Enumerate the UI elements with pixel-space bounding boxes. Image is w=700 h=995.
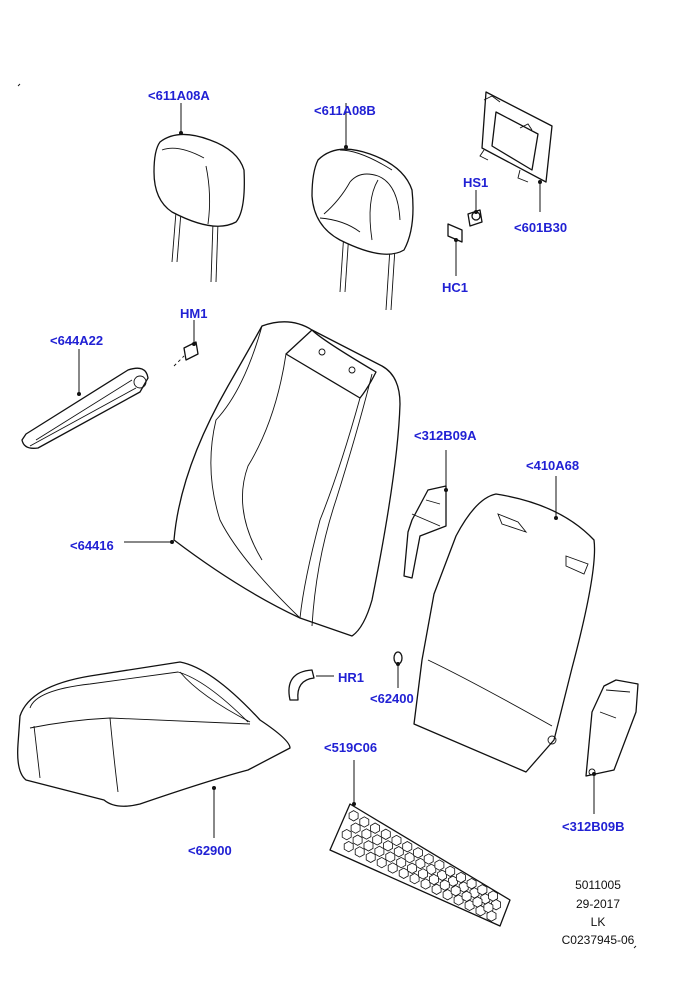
mesh-cell [393,846,404,858]
seat-back-64416[interactable] [173,321,401,637]
mesh-cell [350,822,361,834]
callout-hm1[interactable]: HM1 [180,306,208,321]
mesh-cell [456,871,466,884]
mesh-cell [374,845,385,858]
callout-62900[interactable]: <62900 [188,843,232,858]
mesh-cell [398,867,409,879]
back-panel-410a68[interactable] [413,493,596,773]
mesh-cell [439,879,450,891]
mesh-cell [352,834,363,846]
mesh-cell [423,853,434,865]
callout-hr1[interactable]: HR1 [338,670,365,685]
mesh-cell [376,856,387,869]
callout-hc1[interactable]: HC1 [442,280,469,295]
callout-62400[interactable]: <62400 [370,691,414,706]
callout-611a08a[interactable]: <611A08A [148,88,210,103]
mesh-cell [387,862,398,874]
armrest-644a22[interactable] [21,367,149,449]
callout-601b30[interactable]: <601B30 [514,220,568,235]
mesh-cell [466,877,477,890]
callout-hs1[interactable]: HS1 [463,175,489,190]
mesh-cell [341,828,352,841]
mesh-cell [442,889,453,901]
mesh-cell [486,910,497,922]
corner-mark [17,83,21,87]
callout-312b09b[interactable]: <312B09B [562,819,625,834]
clip-hs1-hc1[interactable] [447,209,483,243]
mesh-cell [396,856,407,869]
headrest-611a08b[interactable] [311,148,414,311]
callout-410a68[interactable]: <410A68 [526,458,580,473]
mesh-cell [391,834,402,847]
mesh-cell [450,885,461,897]
mesh-cell [385,851,396,863]
mesh-cell [354,846,365,858]
mesh-cell [380,828,391,840]
mesh-cell [413,847,423,859]
mesh-cell [429,873,439,886]
mesh-cell [434,859,445,871]
mesh-cell [370,822,380,834]
mesh-panel-519c06[interactable] [329,803,511,927]
headrest-611a08a[interactable] [153,133,245,283]
seat-cushion-62900[interactable] [17,661,291,807]
reference-model: LK [590,915,606,929]
mesh-cell [361,828,372,840]
bracket-312b09a[interactable] [403,485,447,579]
mesh-cell [372,834,383,846]
mesh-cell [420,878,431,890]
corner-mark [633,945,637,949]
mesh-cell [363,840,374,852]
callout-519c06[interactable]: <519C06 [324,740,378,755]
headrest-guide-601b30[interactable] [479,91,553,183]
callout-64416[interactable]: <64416 [70,538,114,553]
mesh-cell [407,862,417,874]
bracket-312b09b[interactable] [585,679,639,777]
mesh-cell [359,816,370,828]
mesh-cell [402,841,413,853]
mesh-cell [383,840,393,852]
reference-illustration-id: C0237945-06 [561,933,635,947]
ring-hr1[interactable] [288,669,315,701]
mesh-cell [426,863,437,876]
mesh-cell [365,851,376,863]
mesh-cell [409,872,420,885]
mesh-cell [415,857,426,870]
mesh-cell [418,868,428,880]
mesh-cell [343,840,354,853]
mesh-grid [341,810,501,922]
callout-644a22[interactable]: <644A22 [50,333,104,348]
reference-code-1: 5011005 [575,878,621,892]
mesh-cell [348,810,359,822]
callout-312b09a[interactable]: <312B09A [414,428,477,443]
callout-611a08b[interactable]: <611A08B [314,103,376,118]
mesh-cell [437,869,447,881]
mesh-cell [431,883,442,895]
mesh-cell [491,899,501,911]
mesh-cell [404,851,415,864]
reference-date: 29-2017 [575,897,621,911]
mesh-cell [445,865,456,877]
